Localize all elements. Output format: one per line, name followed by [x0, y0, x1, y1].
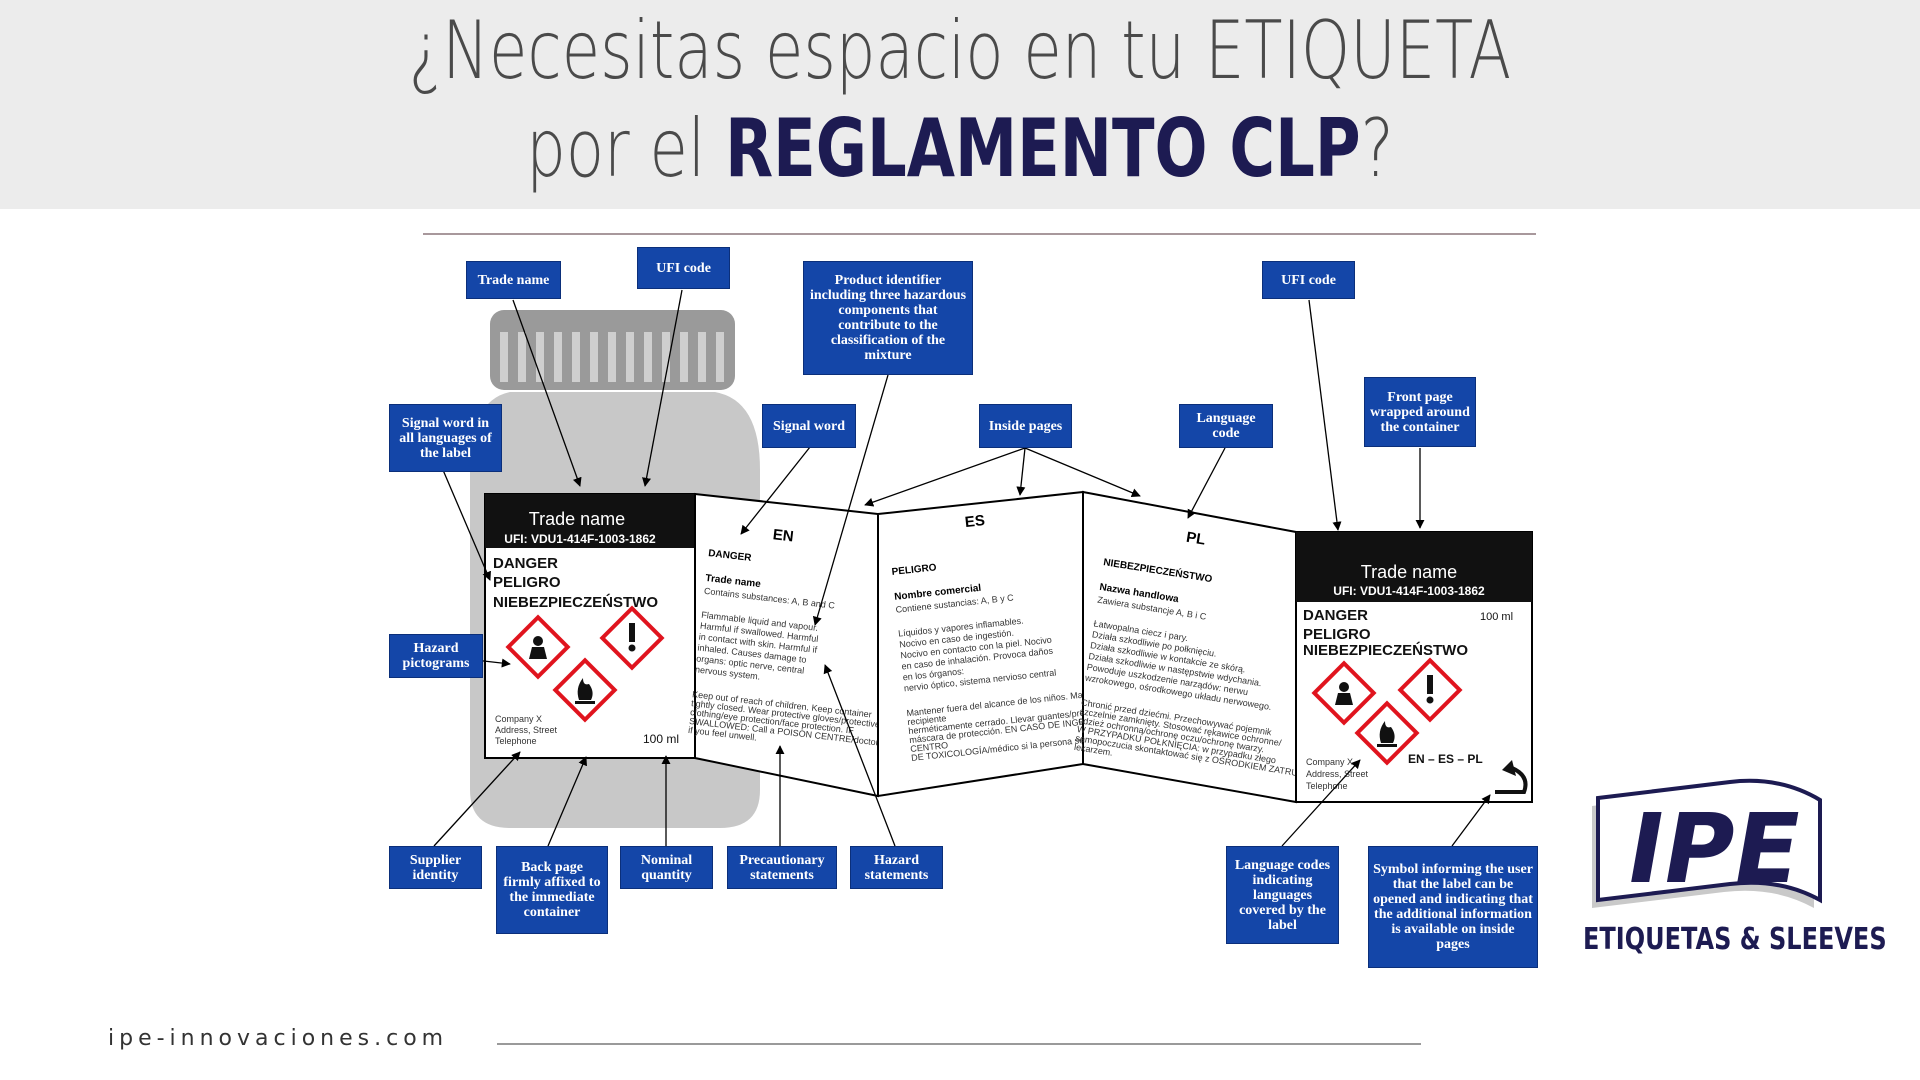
page-es-precaution-5: CENTRO: [910, 740, 949, 754]
inside-page-es: ES PELIGRO Nombre comercial Contiene sus…: [877, 490, 1165, 798]
front-label-address: Address, Street: [1306, 769, 1369, 779]
line-inside-pages-2: [1016, 447, 1026, 496]
title-line-2-suffix: ?: [1360, 102, 1394, 195]
line-trade-name: [512, 299, 582, 487]
line-symbol-informing: [1451, 794, 1491, 847]
callout-back-page: Back page firmly affixed to the immediat…: [496, 846, 608, 934]
front-label-ufi: UFI: VDU1-414F-1003-1862: [1333, 584, 1485, 598]
flame-icon: [553, 658, 617, 722]
back-label-telephone: Telephone: [495, 736, 537, 746]
back-label: Trade name UFI: VDU1-414F-1003-1862 DANG…: [484, 493, 696, 759]
line-language-code: [1187, 447, 1226, 519]
inside-page-en: EN DANGER Trade name Contains substances…: [688, 492, 881, 798]
callout-symbol-informing: Symbol informing the user that the label…: [1368, 846, 1538, 968]
front-label-peligro: PELIGRO: [1303, 626, 1371, 643]
health-hazard-icon: [506, 615, 570, 679]
front-label: Trade name UFI: VDU1-414F-1003-1862 DANG…: [1295, 531, 1533, 803]
callout-ufi-code-right: UFI code: [1262, 261, 1355, 299]
line-supplier-identity: [433, 751, 521, 847]
line-signal-word-all: [442, 469, 491, 581]
front-label-company: Company X: [1306, 757, 1353, 767]
callout-signal-word-all: Signal word in all languages of the labe…: [389, 404, 502, 472]
callout-hazard-statements: Hazard statements: [850, 846, 943, 889]
line-product-identifier: [812, 374, 889, 626]
front-exclamation-icon: [1398, 658, 1462, 722]
callout-product-identifier: Product identifier including three hazar…: [803, 261, 973, 375]
title-highlight: REGLAMENTO CLP: [725, 102, 1361, 195]
front-label-danger: DANGER: [1303, 607, 1368, 624]
callout-language-code: Language code: [1179, 404, 1273, 448]
callout-signal-word: Signal word: [762, 404, 856, 448]
back-label-peligro: PELIGRO: [493, 574, 561, 591]
callout-front-page: Front page wrapped around the container: [1364, 377, 1476, 447]
title-line-2: por el REGLAMENTO CLP?: [211, 102, 1709, 195]
page-en-code: EN: [772, 526, 795, 545]
front-label-niebez: NIEBEZPIECZEŃSTWO: [1303, 642, 1468, 659]
exclamation-icon: [600, 606, 664, 670]
connector-lines: [433, 289, 1491, 847]
back-label-address: Address, Street: [495, 725, 558, 735]
top-rule: [423, 233, 1536, 235]
title-line-1: ¿Necesitas espacio en tu ETIQUETA: [408, 4, 1512, 97]
line-back-page: [547, 756, 587, 847]
title-line-2-prefix: por el: [526, 102, 726, 195]
front-label-language-codes: EN – ES – PL: [1408, 752, 1483, 766]
logo-tagline: ETIQUETAS & SLEEVES: [1583, 922, 1887, 957]
ipe-logo-mark: IPE: [1618, 793, 1809, 905]
front-label-trade-name: Trade name: [1361, 562, 1457, 582]
back-label-quantity: 100 ml: [643, 732, 679, 746]
page-pl-code: PL: [1185, 529, 1207, 549]
line-language-codes: [1281, 759, 1361, 847]
bottle-cap-ridges: [500, 332, 724, 382]
line-inside-pages-3: [1024, 447, 1141, 498]
line-inside-pages-1: [864, 447, 1026, 507]
front-flame-icon: [1355, 701, 1419, 765]
page-es-signal: PELIGRO: [891, 562, 937, 578]
back-label-danger: DANGER: [493, 555, 558, 572]
line-ufi-left: [642, 289, 683, 487]
page-en-signal: DANGER: [708, 548, 753, 564]
callout-language-codes: Language codes indicating languages cove…: [1226, 846, 1339, 944]
callout-trade-name: Trade name: [466, 261, 561, 299]
footer-rule: [497, 1043, 1421, 1045]
callout-inside-pages: Inside pages: [979, 404, 1072, 448]
front-label-telephone: Telephone: [1306, 781, 1348, 791]
back-label-ufi: UFI: VDU1-414F-1003-1862: [504, 532, 656, 546]
back-label-trade-name: Trade name: [529, 509, 625, 529]
ipe-logo: IPE: [1592, 778, 1822, 908]
front-health-hazard-icon: [1312, 661, 1376, 725]
page-es-precaution-2: recipiente: [907, 713, 947, 727]
footer-url[interactable]: ipe-innovaciones.com: [108, 1026, 449, 1051]
callout-nominal-quantity: Nominal quantity: [620, 846, 713, 889]
line-ufi-right: [1308, 299, 1342, 531]
back-label-niebez: NIEBEZPIECZEŃSTWO: [493, 594, 658, 611]
back-label-company: Company X: [495, 714, 542, 724]
title-band: ¿Necesitas espacio en tu ETIQUETA por el…: [0, 0, 1920, 209]
open-label-symbol-icon: [1495, 766, 1528, 794]
line-hazard-statements: [823, 664, 896, 847]
callout-supplier-identity: Supplier identity: [389, 846, 482, 889]
callout-hazard-pictograms: Hazard pictograms: [389, 634, 483, 678]
front-label-quantity: 100 ml: [1480, 611, 1513, 623]
callout-ufi-code-left: UFI code: [637, 247, 730, 289]
page-es-code: ES: [964, 512, 986, 531]
line-signal-word: [740, 446, 811, 535]
inside-page-pl: PL NIEBEZPIECZEŃSTWO Nazwa handlowa Zawi…: [1073, 490, 1308, 804]
callout-precautionary: Precautionary statements: [727, 846, 837, 889]
